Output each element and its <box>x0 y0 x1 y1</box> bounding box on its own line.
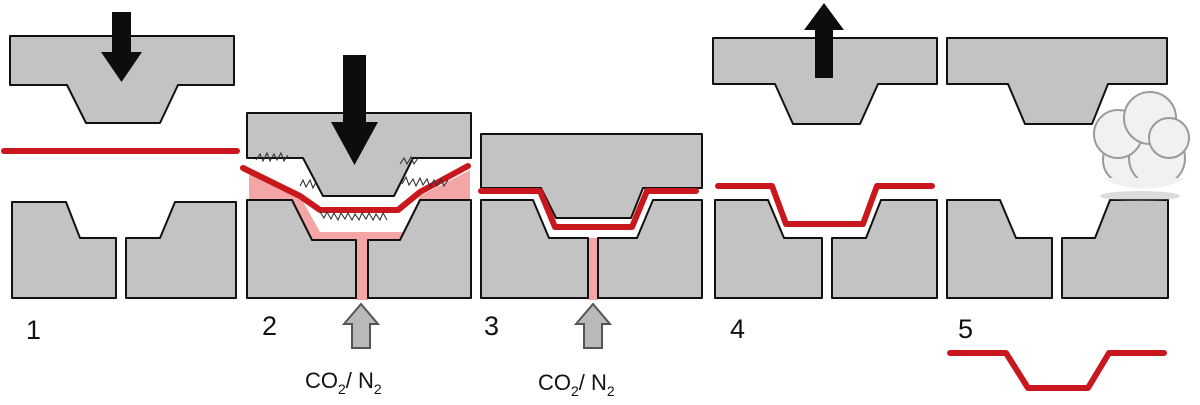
film-sheet <box>715 183 935 227</box>
lower-mold-right <box>831 199 938 299</box>
step-label-3: 3 <box>484 311 499 341</box>
lower-mold-right <box>367 199 472 299</box>
step-label-2: 2 <box>262 311 277 341</box>
upper-mold <box>946 37 1168 125</box>
gas-region <box>249 170 470 300</box>
force-down-arrow <box>331 55 378 165</box>
gas-inlet-arrow <box>573 302 613 349</box>
gas-inlet-arrow <box>341 302 381 349</box>
formed-part <box>947 350 1167 391</box>
step-4-panel: 4 <box>712 3 938 344</box>
upper-mold <box>712 37 938 125</box>
steam-cloud-icon <box>1093 91 1190 201</box>
heater-fuzz <box>255 151 449 222</box>
step-1-panel: 1 <box>1 12 240 345</box>
lower-mold-left <box>714 199 823 299</box>
gas-label: CO2/ N2 <box>305 368 382 397</box>
lower-mold-right <box>597 199 703 299</box>
lower-mold-left <box>480 199 589 299</box>
step-label-1: 1 <box>26 315 41 345</box>
gas-channel <box>588 238 598 300</box>
lower-mold <box>246 199 357 299</box>
step-3-panel: 3 CO2/ N2 <box>478 133 703 399</box>
lower-mold-right <box>1061 199 1169 299</box>
force-down-arrow <box>101 12 142 82</box>
film-sheet <box>478 188 699 230</box>
step-label-5: 5 <box>958 314 973 344</box>
lower-mold-left <box>946 199 1053 299</box>
step-label-4: 4 <box>730 314 745 344</box>
gas-label: CO2/ N2 <box>538 370 615 399</box>
step-2-panel: 2 CO2/ N2 <box>240 55 472 397</box>
lower-mold-right <box>125 201 237 299</box>
force-up-arrow <box>804 3 844 78</box>
step-5-panel: 5 <box>946 37 1190 391</box>
lower-mold-left <box>11 201 117 299</box>
film-sheet <box>240 163 471 213</box>
